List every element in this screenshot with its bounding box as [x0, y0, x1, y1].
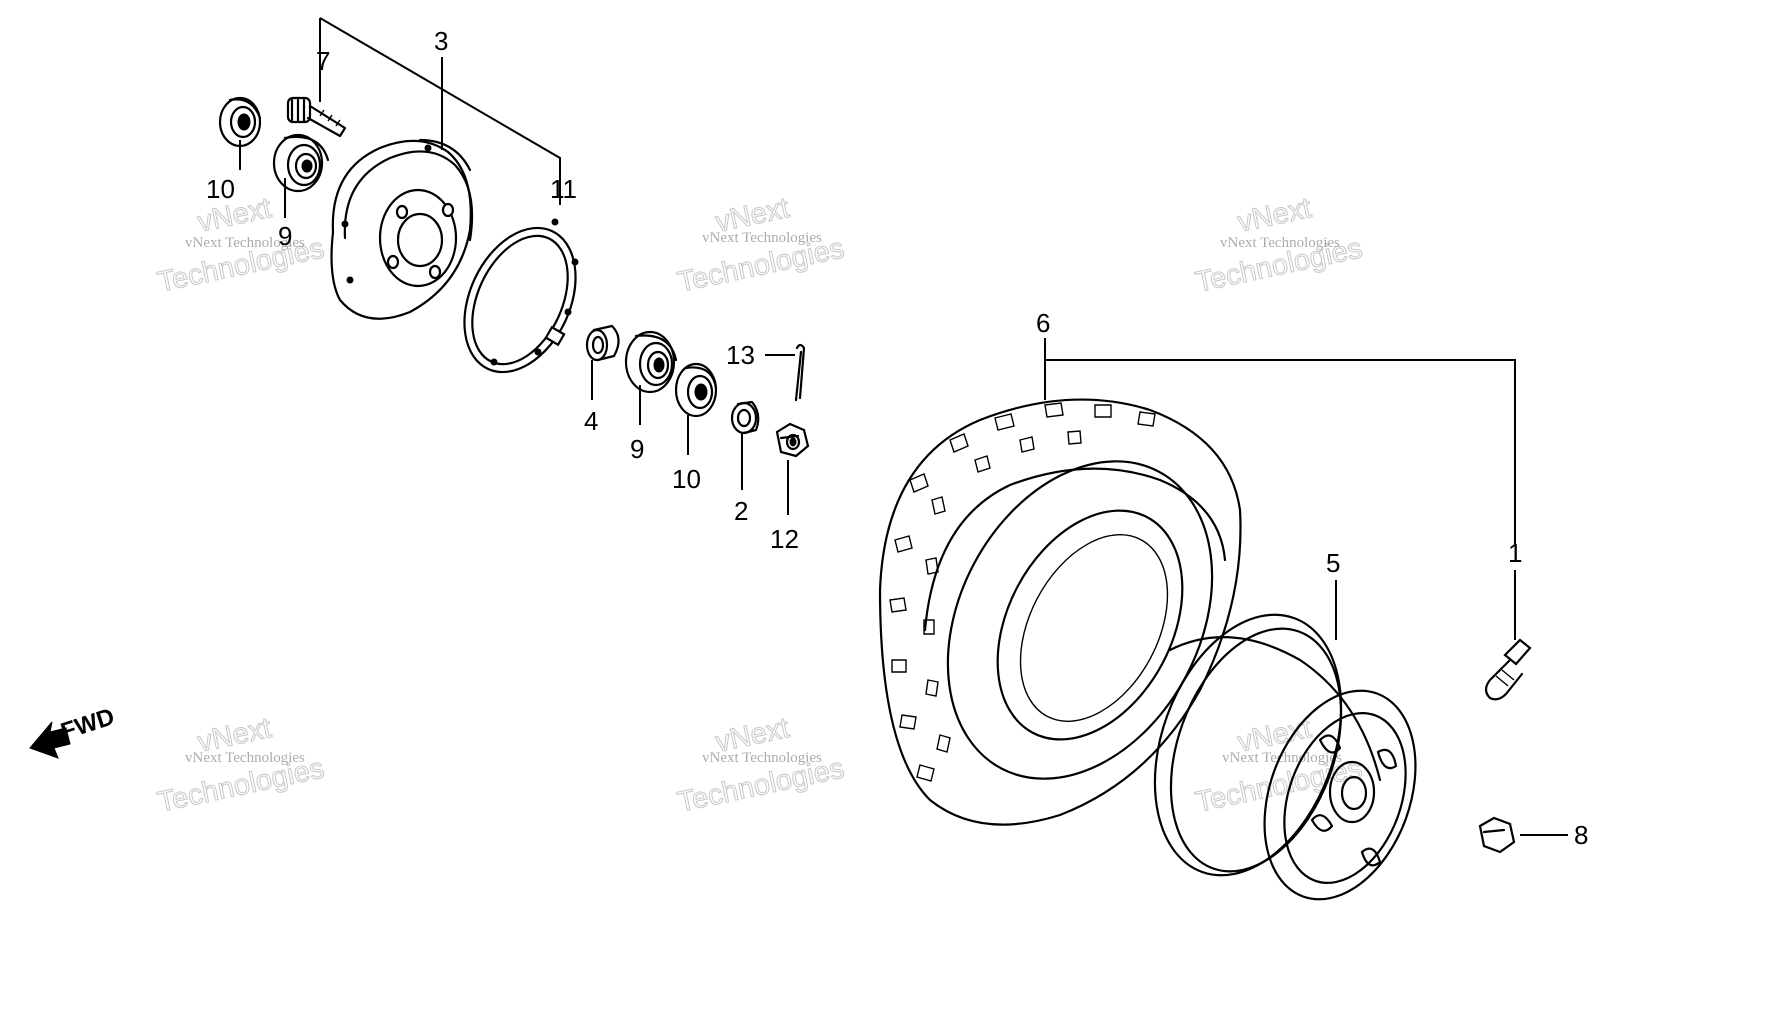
- bearing-10-upper: [218, 96, 262, 148]
- bearing-9-lower: [624, 330, 678, 394]
- watermark-text: vNext Technologies: [702, 230, 822, 246]
- leader-line: [1044, 338, 1516, 545]
- watermark-top-right: vNext Technologies vNext Technologies: [1192, 192, 1365, 300]
- wheel-rim-5: [1153, 613, 1417, 901]
- bearing-10-lower: [674, 362, 718, 418]
- callout-12: 12: [770, 524, 799, 554]
- watermark-top-center: vNext Technologies vNext Technologies: [674, 192, 847, 300]
- watermark-text: vNext Technologies: [1220, 235, 1340, 251]
- cotter-pin-13: [794, 343, 806, 402]
- tire-tread: [889, 402, 1156, 782]
- callout-7: 7: [316, 46, 330, 76]
- callout-11: 11: [550, 174, 577, 204]
- callout-1: 1: [1508, 538, 1522, 568]
- callout-9-upper: 9: [278, 221, 292, 251]
- valve-stem-1: [1484, 638, 1532, 701]
- spacer-collar-4: [585, 324, 620, 362]
- callout-5: 5: [1326, 548, 1340, 578]
- callout-3: 3: [434, 26, 448, 56]
- castle-nut-12: [775, 422, 810, 458]
- callout-9-lower: 9: [630, 434, 644, 464]
- hub-bolt-7: [286, 96, 347, 138]
- watermark-text: vNext Technologies: [185, 235, 305, 251]
- watermark-bottom-left: vNext Technologies vNext Technologies: [154, 712, 327, 820]
- watermark-text: vNext: [1235, 192, 1314, 239]
- watermark-text: vNext Technologies: [1222, 750, 1342, 766]
- fwd-label: FWD: [58, 703, 118, 746]
- hub-drum-3: [330, 138, 474, 320]
- callout-4: 4: [584, 406, 598, 436]
- watermark-bottom-center: vNext Technologies vNext Technologies: [674, 712, 847, 820]
- callout-8: 8: [1574, 820, 1588, 850]
- forward-direction-indicator: FWD: [29, 703, 118, 759]
- watermark-text: vNext Technologies: [702, 750, 822, 766]
- collar-2: [730, 400, 760, 435]
- callout-10-lower: 10: [672, 464, 701, 494]
- callout-2: 2: [734, 496, 748, 526]
- callout-10-upper: 10: [206, 174, 235, 204]
- callout-13: 13: [726, 340, 755, 370]
- callout-labels: 7 3 11 10 9 4 9 10 2 12 13 6 1 5 8: [206, 26, 1588, 850]
- forward-arrow-icon: [29, 721, 71, 759]
- watermark-text: vNext Technologies: [185, 750, 305, 766]
- callout-6: 6: [1036, 308, 1050, 338]
- leader-line: [319, 17, 561, 205]
- seal-ring-11: [463, 218, 579, 374]
- watermark-top-left: vNext Technologies vNext Technologies: [154, 192, 327, 300]
- leader-lines: [239, 17, 1568, 836]
- tire-6: [878, 398, 1242, 826]
- wheel-nut-8: [1478, 816, 1516, 854]
- bearing-9-upper: [272, 133, 330, 193]
